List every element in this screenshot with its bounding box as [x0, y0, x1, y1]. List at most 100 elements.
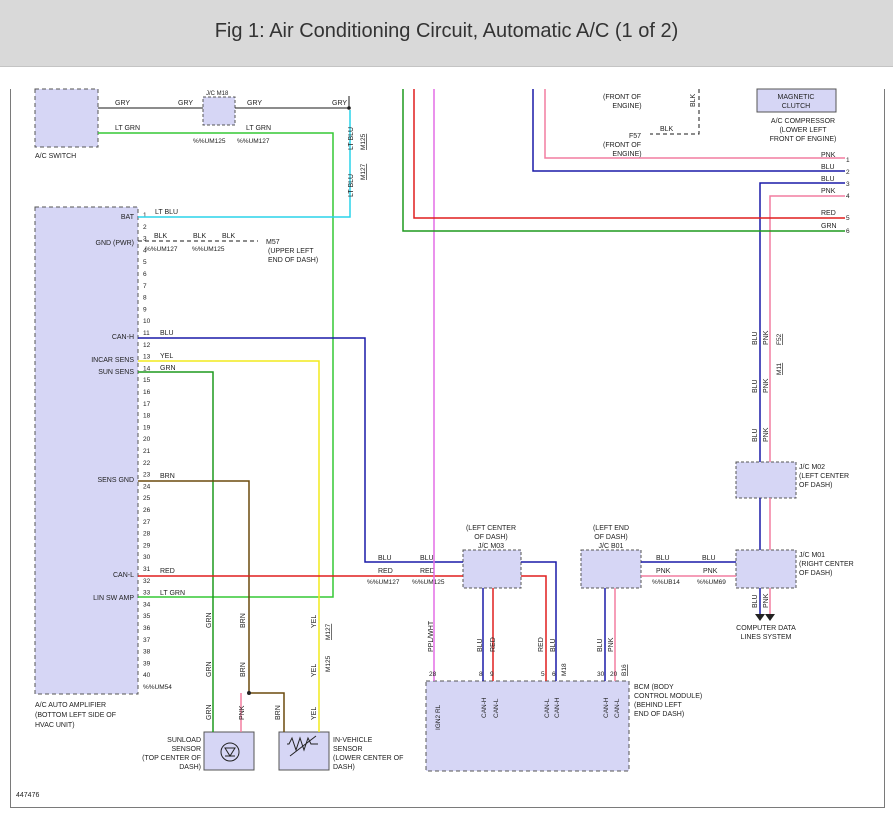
sunload-label-4: DASH) — [179, 764, 201, 771]
amp-pin-number: 36 — [143, 625, 151, 632]
f57-label: F57 — [629, 133, 641, 140]
connector-ub14: %%UB14 — [652, 579, 680, 586]
wire-label-grn-1: GRN — [160, 365, 176, 372]
bcm-pin-canl-3: CAN-L — [614, 698, 621, 718]
jc-b01-box — [580, 549, 642, 589]
amp-pin-number: 38 — [143, 649, 151, 656]
connector-um125-top: %%UM125 — [193, 138, 226, 145]
vlabel-yel-1: YEL — [311, 615, 318, 628]
vlabel-blu-r4: BLU — [752, 594, 759, 608]
amp-pin-number: 34 — [143, 601, 151, 608]
right-terminal-number: 3 — [846, 181, 850, 188]
amp-pin-number: 7 — [143, 283, 147, 290]
vlabel-b16: B16 — [621, 664, 628, 676]
vlabel-pnk-r4: PNK — [763, 593, 770, 608]
amp-pin-label-incar: INCAR SENS — [91, 357, 134, 364]
wire-label-blu-3: BLU — [420, 555, 434, 562]
jc-m01-label-1: J/C M01 — [799, 552, 825, 559]
connector-um127-canl: %%UM127 — [367, 579, 400, 586]
right-wire-label: RED — [821, 210, 836, 217]
amp-pin-label-canh: CAN-H — [112, 334, 134, 341]
jc-b01-label-2: OF DASH) — [594, 534, 627, 541]
ac-amp-label-1: A/C AUTO AMPLIFIER — [35, 702, 106, 709]
sunload-sensor-box — [203, 731, 255, 771]
splice-dot — [347, 106, 351, 110]
sunload-diode-icon — [224, 747, 236, 757]
vlabel-m125-top: M125 — [360, 133, 367, 150]
wire-label-blk-f57: BLK — [660, 126, 674, 133]
page-title: Fig 1: Air Conditioning Circuit, Automat… — [214, 20, 679, 42]
amp-pin-number: 26 — [143, 507, 151, 514]
bcm-pin-30: 30 — [597, 671, 605, 678]
amp-pin-number: 14 — [143, 365, 151, 372]
amp-pin-label-canl: CAN-L — [113, 572, 134, 579]
vlabel-m125-bot: M125 — [325, 655, 332, 672]
bcm-label-1: BCM (BODY — [634, 684, 674, 691]
vlabel-m127-bot: M127 — [325, 623, 332, 640]
jc-m01-label-2: (RIGHT CENTER — [799, 561, 854, 568]
wire-yel — [138, 360, 320, 732]
bcm-pin-8: 8 — [479, 671, 483, 678]
amp-pin-number: 40 — [143, 672, 151, 679]
jc-m02-label-2: (LEFT CENTER — [799, 473, 849, 480]
vlabel-pnk-sun: PNK — [239, 705, 246, 720]
wire-label-gry-2: GRY — [178, 100, 193, 107]
amp-pin-number: 31 — [143, 566, 151, 573]
wire-pnk-top — [544, 89, 845, 159]
invehicle-label-3: (LOWER CENTER OF — [333, 755, 403, 762]
front-engine-1-label-1: (FRONT OF — [603, 94, 641, 101]
magnetic-clutch-label-1: MAGNETIC — [778, 94, 815, 101]
sunload-label-3: (TOP CENTER OF — [142, 755, 201, 762]
right-terminal-number: 2 — [846, 169, 850, 176]
amp-pin-numbers: 1234567891011121314151617181920212223242… — [143, 212, 151, 679]
vlabel-m127-top: M127 — [360, 163, 367, 180]
amp-pin-number: 25 — [143, 495, 151, 502]
bcm-box — [425, 680, 630, 772]
wire-grn-right — [402, 89, 845, 232]
vlabel-blu-r2: BLU — [752, 379, 759, 393]
right-wire-label: PNK — [821, 152, 836, 159]
amp-pin-number: 10 — [143, 318, 151, 325]
invehicle-label-2: SENSOR — [333, 746, 363, 753]
amp-pin-number: 17 — [143, 401, 151, 408]
diagram-frame — [10, 89, 885, 808]
data-arrow-left-icon — [755, 614, 765, 621]
connector-um125-canl: %%UM125 — [412, 579, 445, 586]
wire-label-blk-1: BLK — [154, 233, 168, 240]
wire-label-red-1: RED — [160, 568, 175, 575]
vlabel-yel-3: YEL — [311, 707, 318, 720]
amp-pin-number: 11 — [143, 330, 150, 337]
right-wire-label: GRN — [821, 223, 837, 230]
bcm-pin-canl-2: CAN-L — [544, 698, 551, 718]
amp-pin-number: 29 — [143, 542, 151, 549]
vlabel-brn-1: BRN — [240, 613, 247, 628]
wire-label-brn-1: BRN — [160, 473, 175, 480]
wire-label-blk-2: BLK — [193, 233, 207, 240]
vlabel-grn-1: GRN — [206, 612, 213, 628]
amp-pin-number: 4 — [143, 247, 147, 254]
jc-m02-label-1: J/C M02 — [799, 464, 825, 471]
vlabel-grn-3: GRN — [206, 704, 213, 720]
right-wire-label: BLU — [821, 176, 835, 183]
figure-id: 447476 — [16, 792, 39, 799]
jc-m01-label-3: OF DASH) — [799, 570, 832, 577]
amp-pin-number: 32 — [143, 578, 151, 585]
bcm-pin-9: 9 — [490, 671, 494, 678]
vlabel-lt-blu-2: LT BLU — [348, 174, 355, 197]
amp-pin-number: 39 — [143, 660, 151, 667]
bcm-label-3: (BEHIND LEFT — [634, 702, 683, 709]
vlabel-ppl-wht: PPL/WHT — [428, 620, 435, 652]
right-wire-label: BLU — [821, 164, 835, 171]
wire-red-m03-right — [521, 575, 547, 681]
vlabel-yel-2: YEL — [311, 664, 318, 677]
amp-pin-number: 21 — [143, 448, 151, 455]
vlabel-blu-m03-2: BLU — [550, 638, 557, 652]
bcm-pin-canh-3: CAN-H — [603, 697, 610, 718]
wire-label-blu-2: BLU — [378, 555, 392, 562]
vlabel-pnk-b01: PNK — [608, 637, 615, 652]
jc-m03-label-1: (LEFT CENTER — [466, 525, 516, 532]
right-terminal-number: 5 — [846, 215, 850, 222]
